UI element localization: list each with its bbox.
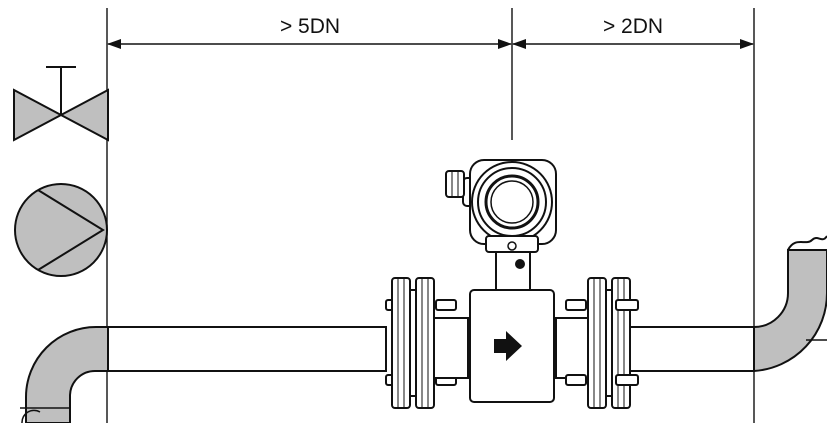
flange-left (385, 277, 469, 409)
downstream-pipe (619, 235, 827, 373)
flowmeter-body (469, 251, 555, 403)
upstream-pipe (20, 326, 387, 423)
dimension-downstream: > 2DN (512, 15, 754, 49)
dimension-label-upstream: > 5DN (280, 15, 340, 38)
pump-icon (14, 183, 108, 277)
dimension-label-downstream: > 2DN (603, 15, 663, 38)
transmitter-head (445, 159, 557, 253)
flange-right (555, 277, 639, 409)
valve-icon (13, 66, 109, 142)
flow-arrow-icon (494, 331, 522, 361)
dimension-upstream: > 5DN (107, 15, 512, 49)
